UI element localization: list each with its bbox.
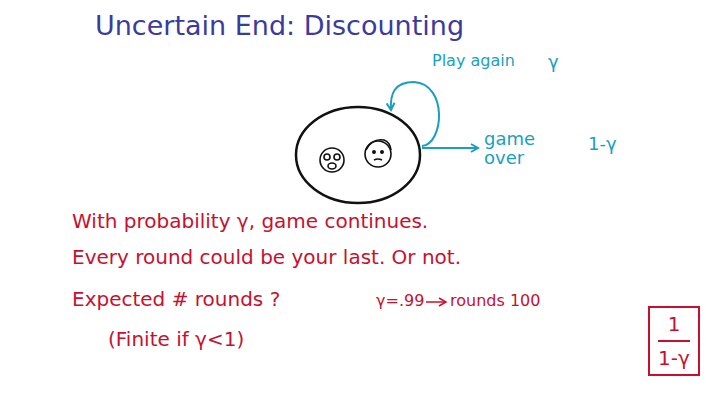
note-text: With probability γ, game continues. [72,210,428,233]
end-label: game over [484,130,536,168]
title: Uncertain End: Discounting [95,10,464,41]
example-value: γ=.99 [376,292,424,310]
implies-arrow [426,301,446,303]
play-again-loop [391,82,439,146]
game-circle [296,107,420,203]
note-text: Expected # rounds ? [72,288,280,311]
fraction-bar [658,340,690,342]
fraction-part: 1 [668,312,681,336]
note-text: Every round could be your last. Or not. [72,246,461,269]
loop-label: Play again [432,52,515,70]
player-face [365,140,391,167]
note-text: (Finite if γ<1) [108,328,244,351]
probability-label: 1-γ [588,134,617,155]
result-box: 11-γ [648,306,700,376]
probability-symbol: γ [548,52,559,73]
player-face [320,148,344,172]
fraction-part: 1-γ [658,346,690,370]
example-result: rounds 100 [450,292,540,310]
game-over-arrow [422,147,478,149]
